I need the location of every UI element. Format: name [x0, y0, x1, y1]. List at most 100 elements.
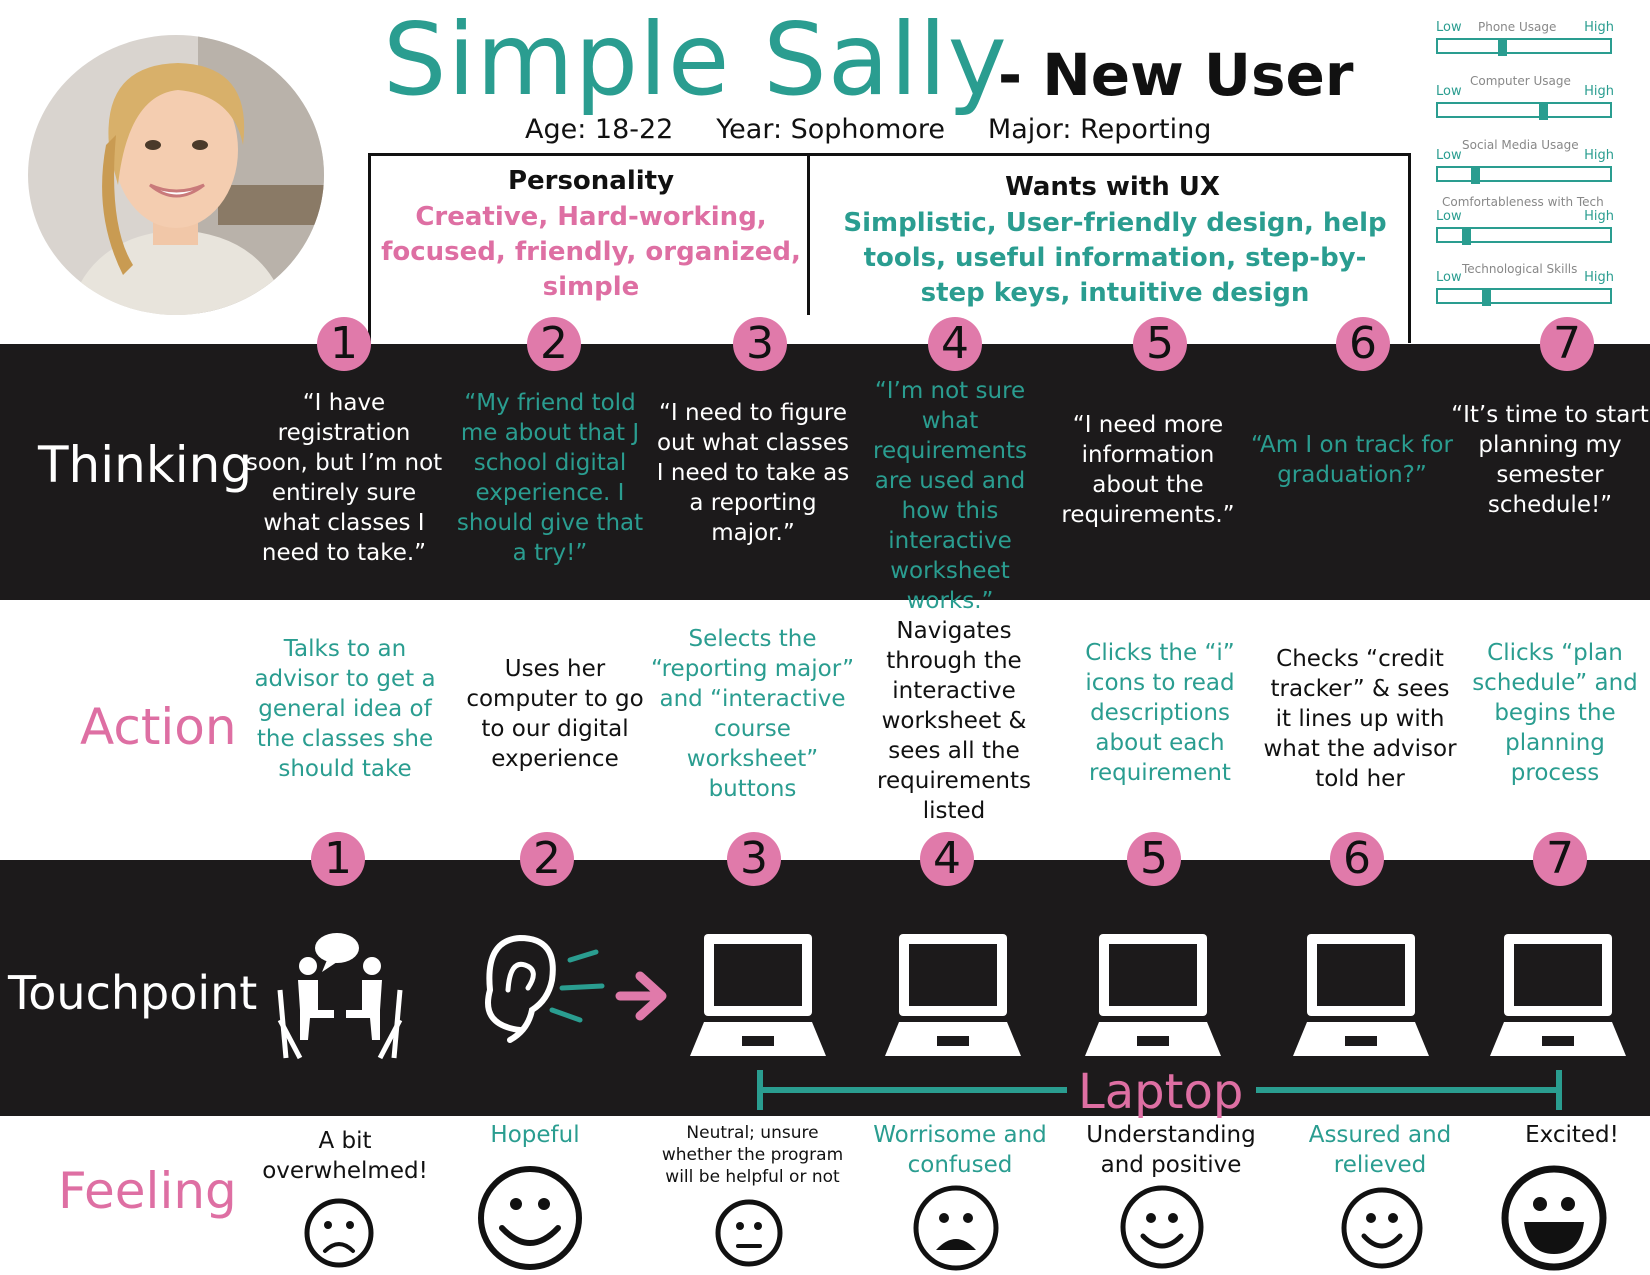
action-step-2: Uses her computer to go to our digital e… [466, 656, 644, 772]
laptop-icon [1085, 930, 1225, 1064]
step-number: 6 [1330, 832, 1384, 886]
step-number: 3 [733, 317, 787, 371]
wants-heading: Wants with UX [1005, 172, 1220, 202]
slider-track [1436, 227, 1612, 245]
info-box-left-border [368, 153, 371, 343]
info-box-right-border [1408, 153, 1411, 343]
slider-knob [1539, 104, 1548, 120]
conversation-icon [277, 933, 403, 1060]
step-number: 4 [928, 317, 982, 371]
slider-name: Technological Skills [1462, 262, 1578, 276]
happy-face-icon [478, 1166, 582, 1270]
persona-type: - New User [998, 41, 1354, 109]
thinking-quote-3: “I need to figure out what classes I nee… [656, 400, 850, 546]
slider-knob [1498, 40, 1507, 56]
wants-list: Simplistic, User-friendly design, help t… [843, 208, 1387, 308]
laptop-icon [1490, 930, 1630, 1064]
smile-face-icon [1341, 1187, 1423, 1269]
personality-heading: Personality [507, 166, 675, 196]
step-number: 5 [1133, 317, 1187, 371]
thinking-quote-6: “Am I on track for graduation?” [1251, 432, 1453, 488]
info-box-divider [807, 153, 810, 315]
slider-low-label: Low [1436, 84, 1462, 99]
thinking-quote-5: “I need more information about the requi… [1061, 412, 1235, 528]
feeling-text-4: Worrisome and confused [873, 1122, 1047, 1178]
slider-high-label: High [1584, 209, 1614, 224]
slider-knob [1471, 168, 1480, 184]
laptop-label: Laptop [1078, 1064, 1244, 1120]
slider-high-label: High [1584, 148, 1614, 163]
laptop-span-left-line [757, 1087, 1067, 1093]
touchpoint-label: Touchpoint [8, 966, 258, 1020]
slider-high-label: High [1584, 84, 1614, 99]
ear-icon [485, 934, 667, 1043]
slider-name: Social Media Usage [1462, 138, 1579, 152]
feeling-text-5: Understanding and positive [1086, 1122, 1256, 1178]
slider-low-label: Low [1436, 20, 1462, 35]
feeling-text-3: Neutral; unsure whether the program will… [661, 1123, 844, 1187]
slider-knob [1482, 290, 1491, 306]
step-number: 6 [1336, 317, 1390, 371]
action-step-5: Clicks the “i” icons to read description… [1085, 640, 1235, 786]
step-number: 3 [727, 832, 781, 886]
laptop-span-right-line [1256, 1087, 1562, 1093]
thinking-quote-1: “I have registration soon, but I’m not e… [245, 390, 443, 566]
slider-name: Phone Usage [1478, 20, 1557, 34]
excited-face-icon [1501, 1165, 1607, 1271]
step-number: 7 [1533, 832, 1587, 886]
slider-track [1436, 288, 1612, 306]
slider-knob [1462, 229, 1471, 245]
action-step-6: Checks “credit tracker” & sees it lines … [1263, 646, 1457, 792]
step-number: 1 [317, 317, 371, 371]
thinking-quote-7: “It’s time to start planning my semester… [1451, 402, 1649, 518]
neutral-face-icon [715, 1199, 783, 1267]
step-number: 4 [920, 832, 974, 886]
persona-demographics: Age: 18-22 Year: Sophomore Major: Report… [525, 114, 1212, 145]
worried-face-icon [913, 1185, 999, 1271]
thinking-label: Thinking [38, 436, 253, 494]
feeling-text-7: Excited! [1525, 1122, 1619, 1148]
step-number: 2 [527, 317, 581, 371]
step-number: 2 [520, 832, 574, 886]
feeling-text-6: Assured and relieved [1308, 1122, 1452, 1178]
laptop-icon [690, 930, 830, 1064]
action-label: Action [80, 698, 237, 756]
thinking-band [0, 344, 1650, 600]
action-step-4: Navigates through the interactive worksh… [877, 618, 1031, 824]
laptop-icon [885, 930, 1025, 1064]
action-step-1: Talks to an advisor to get a general ide… [254, 636, 436, 782]
slider-name: Computer Usage [1470, 74, 1571, 88]
laptop-span-right-cap [1556, 1070, 1562, 1110]
thinking-quote-2: “My friend told me about that J school d… [456, 390, 644, 566]
slider-low-label: Low [1436, 148, 1462, 163]
personality-traits: Creative, Hard-working, focused, friendl… [381, 202, 801, 302]
slider-technological-skills: Low Technological Skills High [1436, 262, 1614, 312]
sad-face-icon [304, 1198, 374, 1268]
smile-face-icon [1120, 1185, 1204, 1269]
slider-track [1436, 166, 1612, 184]
feeling-text-2: Hopeful [490, 1122, 580, 1148]
slider-comfort-with-tech: Comfortableness with Tech Low High [1436, 195, 1614, 247]
slider-phone-usage: Low Phone Usage High [1436, 18, 1614, 60]
action-step-7: Clicks “plan schedule” and begins the pl… [1472, 640, 1638, 786]
slider-high-label: High [1584, 20, 1614, 35]
persona-photo [28, 35, 324, 315]
feeling-label: Feeling [58, 1162, 237, 1220]
action-step-3: Selects the “reporting major” and “inter… [650, 626, 855, 802]
slider-name: Comfortableness with Tech [1442, 195, 1604, 209]
thinking-quote-4: “I’m not sure what requirements are used… [873, 378, 1027, 614]
feeling-text-1: A bit overwhelmed! [262, 1128, 428, 1184]
slider-track [1436, 102, 1612, 120]
slider-computer-usage: Low Computer Usage High [1436, 74, 1614, 122]
slider-low-label: Low [1436, 270, 1462, 285]
step-number: 5 [1127, 832, 1181, 886]
laptop-icon [1293, 930, 1433, 1064]
slider-high-label: High [1584, 270, 1614, 285]
step-number: 1 [311, 832, 365, 886]
slider-social-media-usage: Low Social Media Usage High [1436, 138, 1614, 186]
slider-low-label: Low [1436, 209, 1462, 224]
slider-track [1436, 38, 1612, 56]
step-number: 7 [1540, 317, 1594, 371]
persona-name: Simple Sally [383, 1, 1008, 118]
info-box-top-border [368, 153, 1411, 156]
